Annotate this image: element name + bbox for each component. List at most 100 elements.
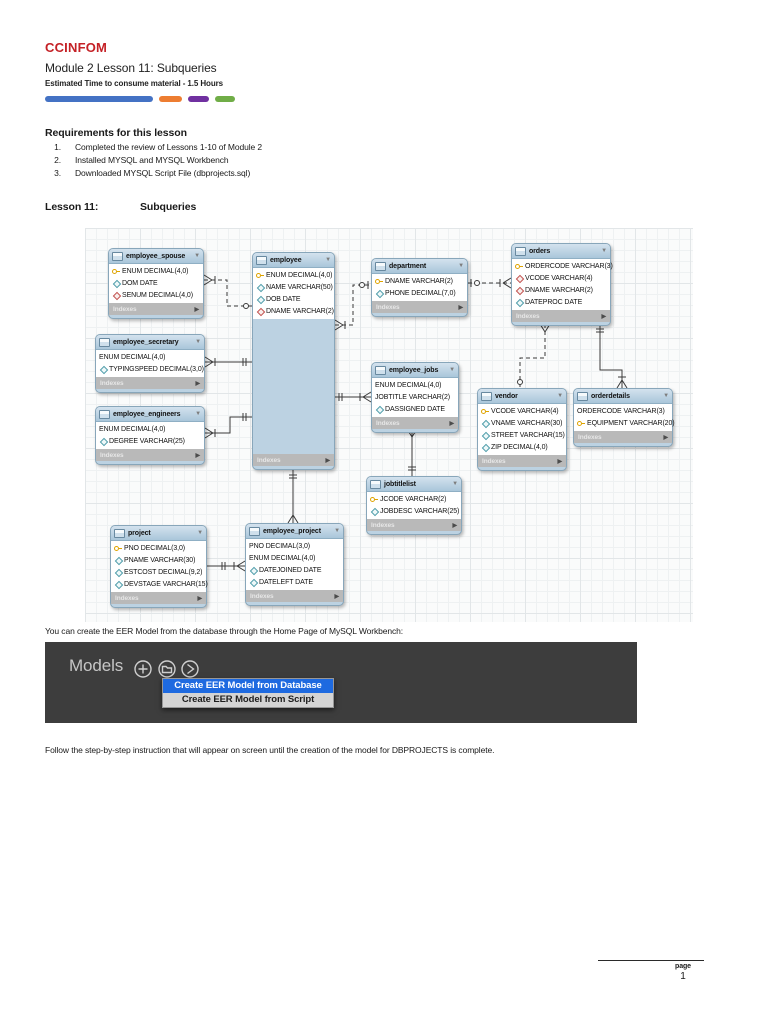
entity-header[interactable]: orderdetails▼ bbox=[574, 389, 672, 404]
expand-arrow-icon[interactable]: ▶ bbox=[334, 593, 339, 600]
chevron-down-icon[interactable]: ▼ bbox=[194, 253, 200, 259]
menu-item-create-eer-model-from-database[interactable]: Create EER Model from Database bbox=[163, 679, 333, 693]
field-row[interactable]: ENUM DECIMAL(4,0) bbox=[372, 379, 458, 391]
chevron-down-icon[interactable]: ▼ bbox=[325, 257, 331, 263]
entity-employee_project[interactable]: employee_project▼PNO DECIMAL(3,0)ENUM DE… bbox=[245, 523, 344, 606]
field-row[interactable]: NAME VARCHAR(50) bbox=[253, 281, 334, 293]
entity-project[interactable]: project▼PNO DECIMAL(3,0)PNAME VARCHAR(30… bbox=[110, 525, 208, 608]
expand-arrow-icon[interactable]: ▶ bbox=[663, 434, 668, 441]
chevron-down-icon[interactable]: ▼ bbox=[449, 367, 455, 373]
indexes-bar[interactable]: Indexes▶ bbox=[367, 519, 461, 531]
field-row[interactable]: PNO DECIMAL(3,0) bbox=[246, 540, 343, 552]
field-row[interactable]: DOB DATE bbox=[253, 293, 334, 305]
entity-header[interactable]: department▼ bbox=[372, 259, 467, 274]
field-row[interactable]: TYPINGSPEED DECIMAL(3,0) bbox=[96, 363, 204, 375]
chevron-down-icon[interactable]: ▼ bbox=[557, 393, 563, 399]
indexes-bar[interactable]: Indexes▶ bbox=[111, 592, 206, 604]
entity-header[interactable]: employee_jobs▼ bbox=[372, 363, 458, 378]
menu-item-create-eer-model-from-script[interactable]: Create EER Model from Script bbox=[181, 694, 315, 705]
expand-arrow-icon[interactable]: ▶ bbox=[449, 420, 454, 427]
field-row[interactable]: ENUM DECIMAL(4,0) bbox=[109, 265, 203, 277]
field-row[interactable]: EQUIPMENT VARCHAR(20) bbox=[574, 417, 675, 429]
plus-circle-icon[interactable] bbox=[134, 660, 152, 678]
chevron-down-icon[interactable]: ▼ bbox=[601, 248, 607, 254]
expand-arrow-icon[interactable]: ▶ bbox=[194, 306, 199, 313]
entity-header[interactable]: project▼ bbox=[111, 526, 206, 541]
entity-header[interactable]: employee_project▼ bbox=[246, 524, 343, 539]
field-row[interactable]: ORDERCODE VARCHAR(3) bbox=[512, 260, 613, 272]
field-row[interactable]: ENUM DECIMAL(4,0) bbox=[96, 351, 204, 363]
entity-header[interactable]: vendor▼ bbox=[478, 389, 566, 404]
field-row[interactable]: DOM DATE bbox=[109, 277, 203, 289]
chevron-down-icon[interactable]: ▼ bbox=[195, 339, 201, 345]
field-row[interactable]: DEGREE VARCHAR(25) bbox=[96, 435, 204, 447]
entity-orders[interactable]: orders▼ORDERCODE VARCHAR(3)VCODE VARCHAR… bbox=[511, 243, 613, 326]
entity-vendor[interactable]: vendor▼VCODE VARCHAR(4)VNAME VARCHAR(30)… bbox=[477, 388, 567, 471]
field-row[interactable]: DNAME VARCHAR(2) bbox=[512, 284, 610, 296]
indexes-bar[interactable]: Indexes▶ bbox=[253, 454, 334, 466]
chevron-down-icon[interactable]: ▼ bbox=[197, 530, 203, 536]
indexes-bar[interactable]: Indexes▶ bbox=[478, 455, 566, 467]
entity-orderdetails[interactable]: orderdetails▼ORDERCODE VARCHAR(3)EQUIPME… bbox=[573, 388, 675, 447]
indexes-bar[interactable]: Indexes▶ bbox=[372, 301, 467, 313]
field-row[interactable]: DEVSTAGE VARCHAR(15) bbox=[111, 578, 208, 590]
field-row[interactable]: DATEPROC DATE bbox=[512, 296, 610, 308]
entity-header[interactable]: employee▼ bbox=[253, 253, 334, 268]
entity-header[interactable]: employee_spouse▼ bbox=[109, 249, 203, 264]
indexes-bar[interactable]: Indexes▶ bbox=[96, 377, 204, 389]
chevron-down-icon[interactable]: ▼ bbox=[452, 481, 458, 487]
field-row[interactable]: DATEJOINED DATE bbox=[246, 564, 343, 576]
field-row[interactable]: PNAME VARCHAR(30) bbox=[111, 554, 206, 566]
field-row[interactable]: PNO DECIMAL(3,0) bbox=[111, 542, 206, 554]
field-row[interactable]: VNAME VARCHAR(30) bbox=[478, 417, 566, 429]
expand-arrow-icon[interactable]: ▶ bbox=[195, 452, 200, 459]
indexes-bar[interactable]: Indexes▶ bbox=[96, 449, 204, 461]
expand-arrow-icon[interactable]: ▶ bbox=[325, 457, 330, 464]
chevron-down-icon[interactable]: ▼ bbox=[334, 528, 340, 534]
entity-employee_engineers[interactable]: employee_engineers▼ENUM DECIMAL(4,0)DEGR… bbox=[95, 406, 205, 465]
field-row[interactable]: STREET VARCHAR(15) bbox=[478, 429, 566, 441]
indexes-bar[interactable]: Indexes▶ bbox=[372, 417, 458, 429]
folder-circle-icon[interactable] bbox=[158, 660, 176, 678]
field-row[interactable]: JCODE VARCHAR(2) bbox=[367, 493, 461, 505]
field-row[interactable]: JOBTITLE VARCHAR(2) bbox=[372, 391, 458, 403]
indexes-bar[interactable]: Indexes▶ bbox=[246, 590, 343, 602]
field-row[interactable]: SENUM DECIMAL(4,0) bbox=[109, 289, 203, 301]
expand-arrow-icon[interactable]: ▶ bbox=[601, 313, 606, 320]
field-row[interactable]: ENUM DECIMAL(4,0) bbox=[253, 269, 334, 281]
field-row[interactable]: ESTCOST DECIMAL(9,2) bbox=[111, 566, 206, 578]
entity-employee_spouse[interactable]: employee_spouse▼ENUM DECIMAL(4,0)DOM DAT… bbox=[108, 248, 204, 319]
entity-header[interactable]: jobtitlelist▼ bbox=[367, 477, 461, 492]
entity-employee[interactable]: employee▼ENUM DECIMAL(4,0)NAME VARCHAR(5… bbox=[252, 252, 335, 470]
field-row[interactable]: DNAME VARCHAR(2) bbox=[253, 305, 334, 317]
indexes-bar[interactable]: Indexes▶ bbox=[512, 310, 610, 322]
field-row[interactable]: ORDERCODE VARCHAR(3) bbox=[574, 405, 672, 417]
entity-employee_jobs[interactable]: employee_jobs▼ENUM DECIMAL(4,0)JOBTITLE … bbox=[371, 362, 459, 433]
field-row[interactable]: DNAME VARCHAR(2) bbox=[372, 275, 467, 287]
entity-header[interactable]: employee_secretary▼ bbox=[96, 335, 204, 350]
expand-arrow-icon[interactable]: ▶ bbox=[195, 380, 200, 387]
entity-jobtitlelist[interactable]: jobtitlelist▼JCODE VARCHAR(2)JOBDESC VAR… bbox=[366, 476, 462, 535]
field-row[interactable]: ENUM DECIMAL(4,0) bbox=[246, 552, 343, 564]
field-row[interactable]: VCODE VARCHAR(4) bbox=[478, 405, 566, 417]
field-row[interactable]: DASSIGNED DATE bbox=[372, 403, 458, 415]
entity-header[interactable]: employee_engineers▼ bbox=[96, 407, 204, 422]
chevron-down-icon[interactable]: ▼ bbox=[458, 263, 464, 269]
expand-arrow-icon[interactable]: ▶ bbox=[557, 458, 562, 465]
expand-arrow-icon[interactable]: ▶ bbox=[197, 595, 202, 602]
chevron-down-icon[interactable]: ▼ bbox=[195, 411, 201, 417]
field-row[interactable]: ZIP DECIMAL(4,0) bbox=[478, 441, 566, 453]
field-row[interactable]: PHONE DECIMAL(7,0) bbox=[372, 287, 467, 299]
expand-arrow-icon[interactable]: ▶ bbox=[458, 304, 463, 311]
field-row[interactable]: VCODE VARCHAR(4) bbox=[512, 272, 610, 284]
indexes-bar[interactable]: Indexes▶ bbox=[109, 303, 203, 315]
entity-employee_secretary[interactable]: employee_secretary▼ENUM DECIMAL(4,0)TYPI… bbox=[95, 334, 205, 393]
chevron-down-icon[interactable]: ▼ bbox=[663, 393, 669, 399]
expand-arrow-icon[interactable]: ▶ bbox=[452, 522, 457, 529]
field-row[interactable]: DATELEFT DATE bbox=[246, 576, 343, 588]
field-row[interactable]: JOBDESC VARCHAR(25) bbox=[367, 505, 461, 517]
entity-department[interactable]: department▼DNAME VARCHAR(2)PHONE DECIMAL… bbox=[371, 258, 468, 317]
entity-header[interactable]: orders▼ bbox=[512, 244, 610, 259]
indexes-bar[interactable]: Indexes▶ bbox=[574, 431, 672, 443]
forward-circle-icon[interactable] bbox=[181, 660, 199, 678]
